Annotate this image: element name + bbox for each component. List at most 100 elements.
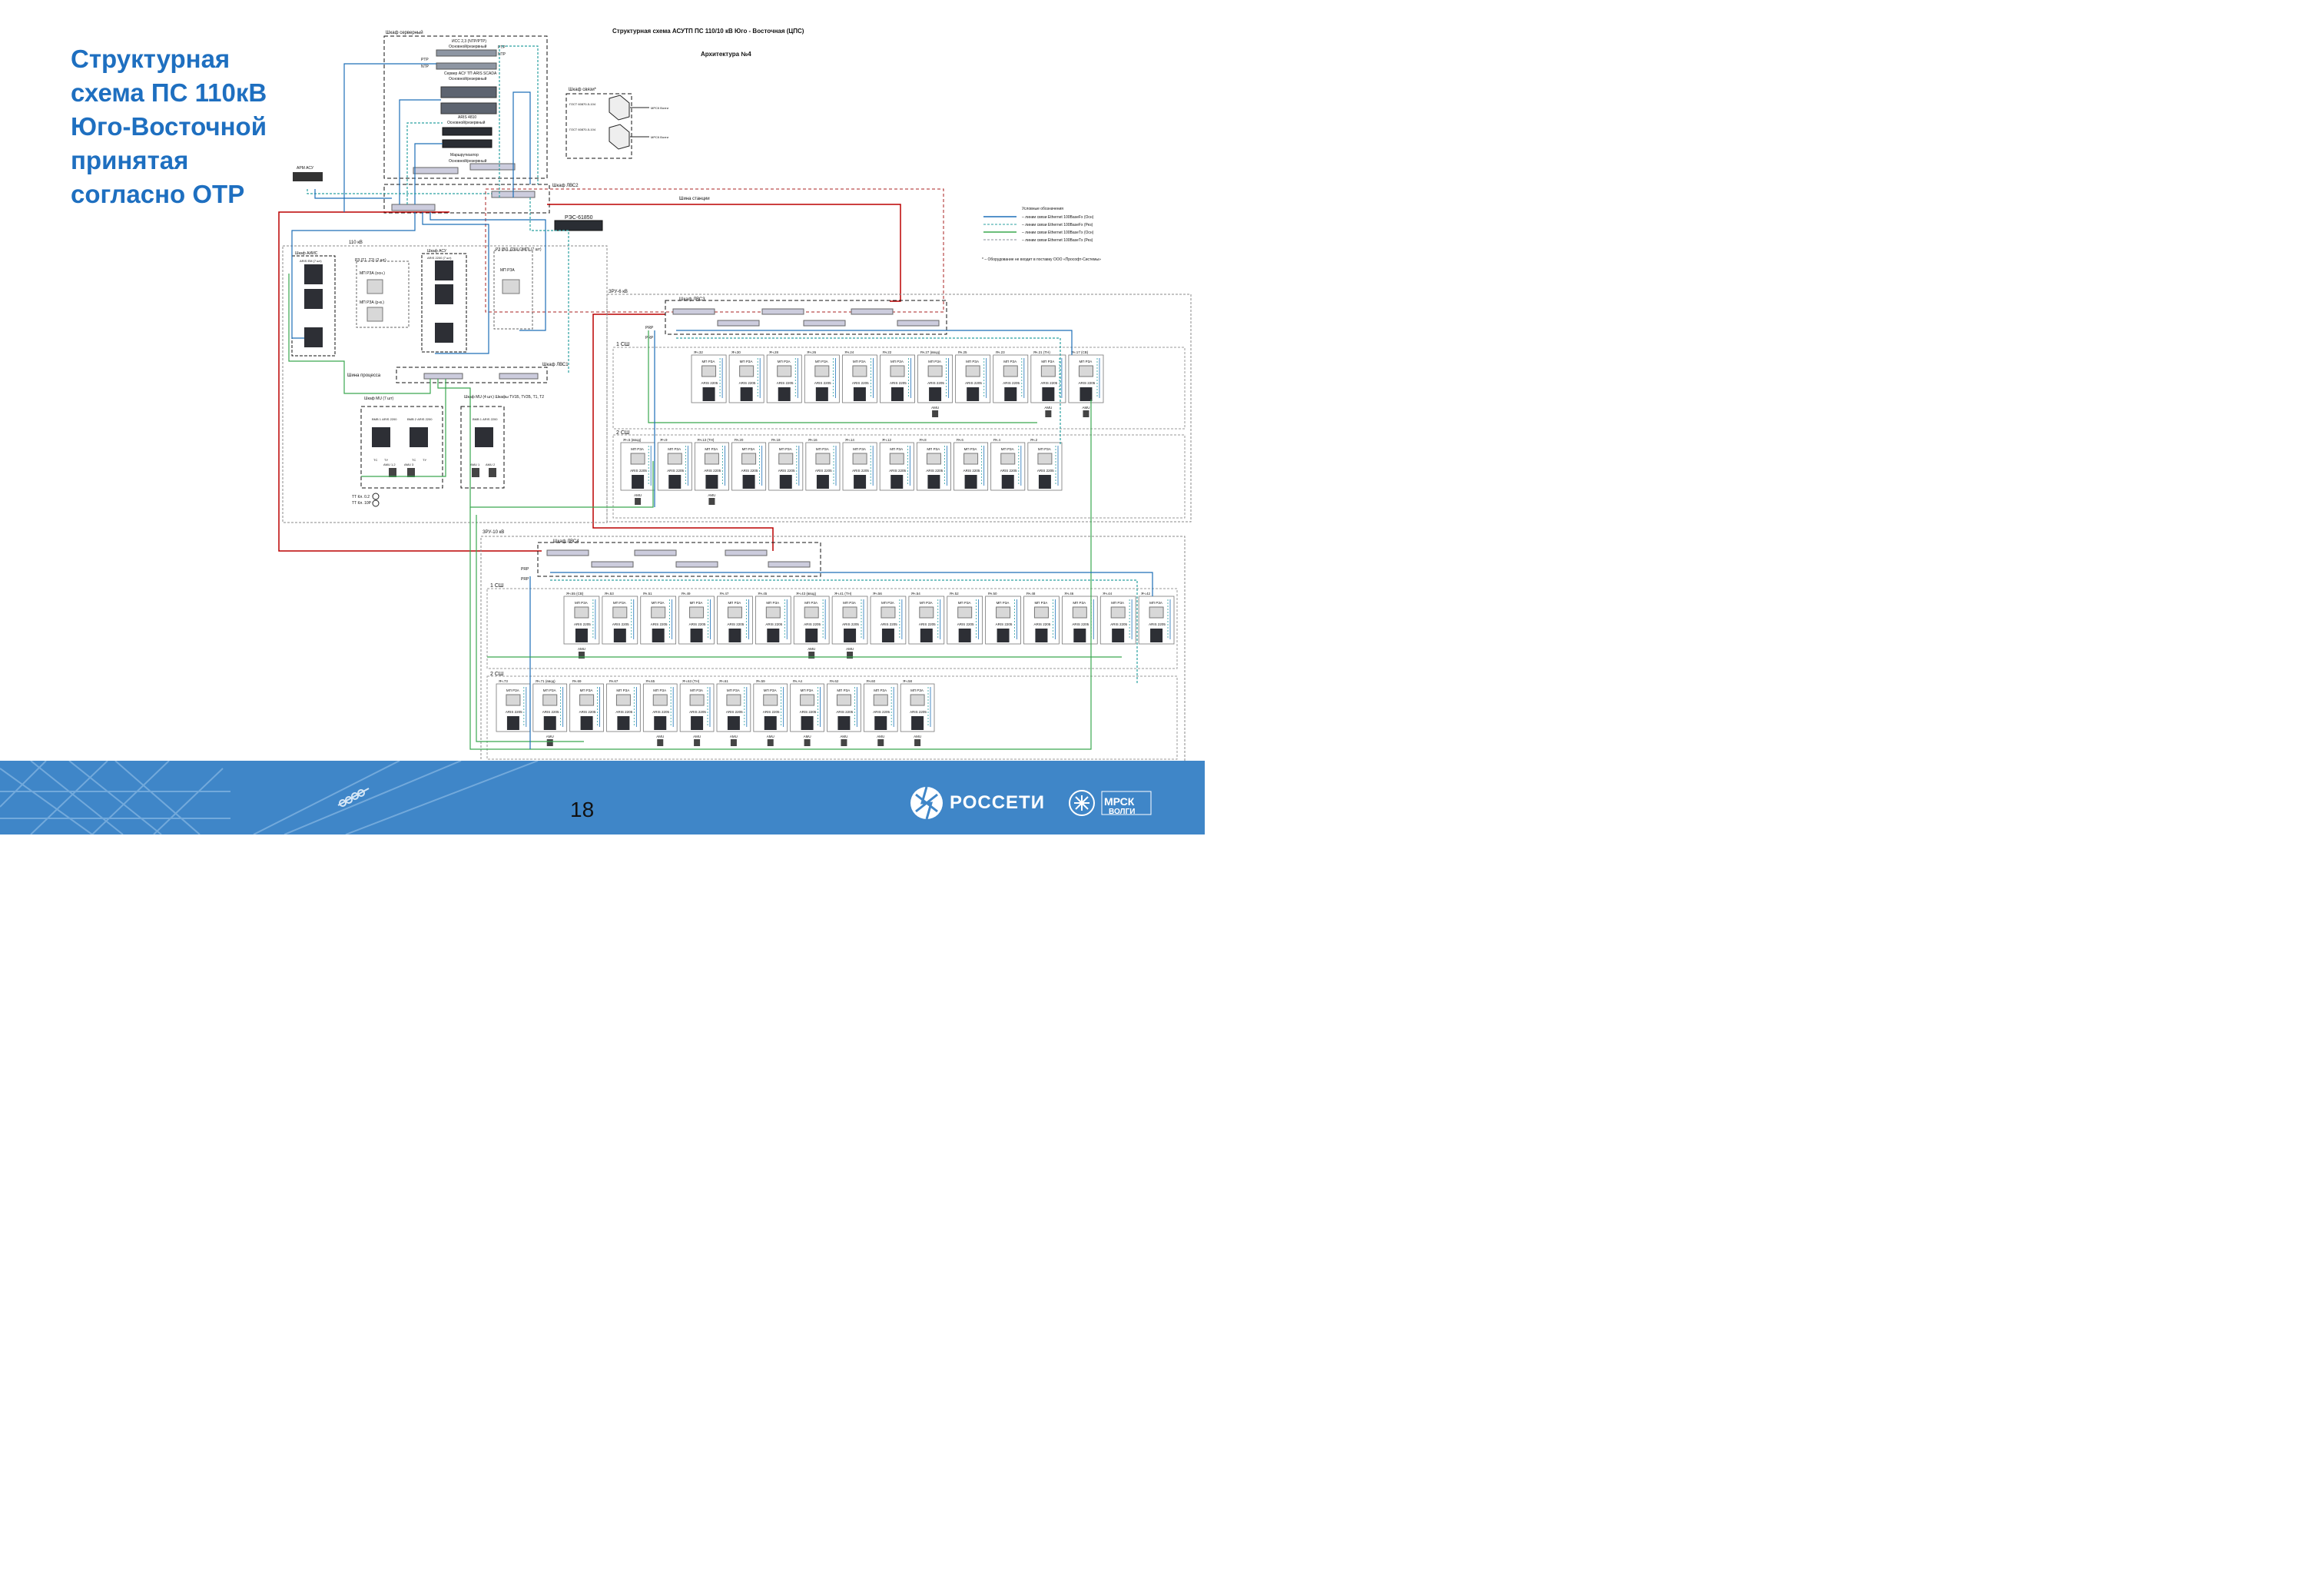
aris-2205-label: ARIS 2205 xyxy=(506,710,522,714)
mp-rza-label: МП РЗА xyxy=(804,601,818,605)
cell-label: Яч.63 (ТН) xyxy=(682,679,700,683)
legend-item: – линии связи Ethernet 100BaseFx (Рез) xyxy=(1022,223,1093,227)
cell-label: Яч.71 (ввод) xyxy=(536,679,556,683)
link-line xyxy=(314,189,392,199)
aris-2205-label: ARIS 2205 xyxy=(919,622,936,626)
mp-rza-device xyxy=(727,606,742,619)
vmv-label: ВМВ 2 ARIS 2200 xyxy=(407,417,433,421)
mp-rza-label: МП РЗА xyxy=(702,360,715,363)
link-line xyxy=(343,63,436,212)
switch xyxy=(717,320,760,327)
aris-2205-device xyxy=(844,629,857,642)
aris-2205-device xyxy=(964,475,977,489)
mp-rza-label: МП РЗА xyxy=(881,601,894,605)
link-line xyxy=(512,91,531,197)
link-line xyxy=(422,212,489,354)
aris-2205-label: ARIS 2205 xyxy=(852,469,869,473)
cell-label: Яч.5 (ввод) xyxy=(623,438,642,442)
tt-symbol xyxy=(372,499,380,507)
acu-device-label: ARIS 2200 (7 шт) xyxy=(427,256,452,260)
zru10-label: ЗРУ-10 кВ xyxy=(483,530,504,535)
lvs3-cabinet xyxy=(665,300,947,335)
aris-2205-device xyxy=(779,475,792,489)
aris-2205-label: ARIS 2205 xyxy=(765,622,782,626)
link-line xyxy=(288,274,431,394)
aris-2205-label: ARIS 2205 xyxy=(842,622,859,626)
cell-label: Яч.55 (СВ) xyxy=(566,592,584,596)
aris-4810 xyxy=(442,139,493,148)
amu-label: AMU xyxy=(877,735,884,738)
mp-rza-device xyxy=(763,694,778,706)
cell-label: Яч.2 xyxy=(1030,438,1038,442)
bus2-label: 2 СШ xyxy=(616,430,629,436)
cell-label: Яч.41 (ТН) xyxy=(834,592,852,596)
lvs4-cabinet xyxy=(537,542,821,577)
process-bus-label: Шина процесса xyxy=(347,373,381,378)
mp-rza-label: МП РЗА xyxy=(543,689,556,692)
switch xyxy=(634,549,677,556)
mp-rza-label: МП РЗА xyxy=(728,601,741,605)
aris-2205-label: ARIS 2205 xyxy=(804,622,821,626)
footer-band: МРСК ВОЛГИ xyxy=(0,761,1205,834)
lvs3-label: Шкаф ЛВС3 xyxy=(679,297,705,302)
cell-label: Яч.A4 xyxy=(793,679,803,683)
mp-rza-label: МП РЗА xyxy=(764,689,777,692)
slide-title-line: Структурная xyxy=(71,45,230,73)
cell-label: Яч.65 xyxy=(645,679,655,683)
aris-2205-label: ARIS 2205 xyxy=(612,622,629,626)
aris-2205-device xyxy=(853,387,866,401)
ptp-label: PTP xyxy=(421,58,429,62)
link-line xyxy=(361,379,446,477)
mp-rza-device xyxy=(612,606,628,619)
server-item-label: Основной/резервный xyxy=(449,44,487,49)
mp-rza-device xyxy=(506,694,521,706)
aris-2205-label: ARIS 2205 xyxy=(763,710,780,714)
mrsk-volgi-logo-icon: МРСК ВОЛГИ xyxy=(1069,790,1152,816)
mp-rza-device xyxy=(881,606,896,619)
aris-2205-device xyxy=(874,716,887,730)
prp-label: PRP xyxy=(521,567,529,572)
ntp-label: NTP xyxy=(421,65,429,69)
slide-title-line: согласно ОТР xyxy=(71,180,245,208)
arm-monitor xyxy=(307,172,323,181)
aris-2205-device xyxy=(1004,387,1017,401)
amu-device xyxy=(708,498,715,505)
page-number: 18 xyxy=(570,798,595,821)
mp-rza-device xyxy=(689,606,705,619)
mp-rza-device xyxy=(1033,606,1049,619)
mp-rza-label: МП РЗА xyxy=(1038,447,1051,451)
cell-label: Яч.56 xyxy=(873,592,882,596)
cell-label: Яч.51 xyxy=(643,592,652,596)
rz-main-label: МП РЗА (осн.) xyxy=(360,271,385,276)
aris-4810 xyxy=(442,127,493,136)
amu-device xyxy=(694,739,701,746)
aris-2205-device xyxy=(668,475,682,489)
amu-device xyxy=(841,739,847,746)
mp-rza-label: МП РЗА xyxy=(631,447,644,451)
mp-rza-label: МП РЗА xyxy=(816,447,829,451)
tu-label: ТУ xyxy=(384,458,388,462)
switch xyxy=(803,320,846,327)
aris-2200-device xyxy=(435,323,453,343)
ntp-server xyxy=(436,49,497,57)
switch xyxy=(499,373,539,380)
cell-frame xyxy=(879,442,914,491)
mp-rza-device xyxy=(873,694,888,706)
amu-device xyxy=(489,468,496,477)
mp-rza-device xyxy=(1149,606,1164,619)
vmv-device xyxy=(372,427,390,447)
cell-label: Яч.25 xyxy=(958,350,967,354)
amu-label: AMU xyxy=(546,735,554,738)
station-bus-label: Шина станции xyxy=(679,197,710,201)
cell-label: Яч.60 xyxy=(866,679,875,683)
red-link xyxy=(547,204,901,302)
cell-label: Яч.45 xyxy=(758,592,767,596)
